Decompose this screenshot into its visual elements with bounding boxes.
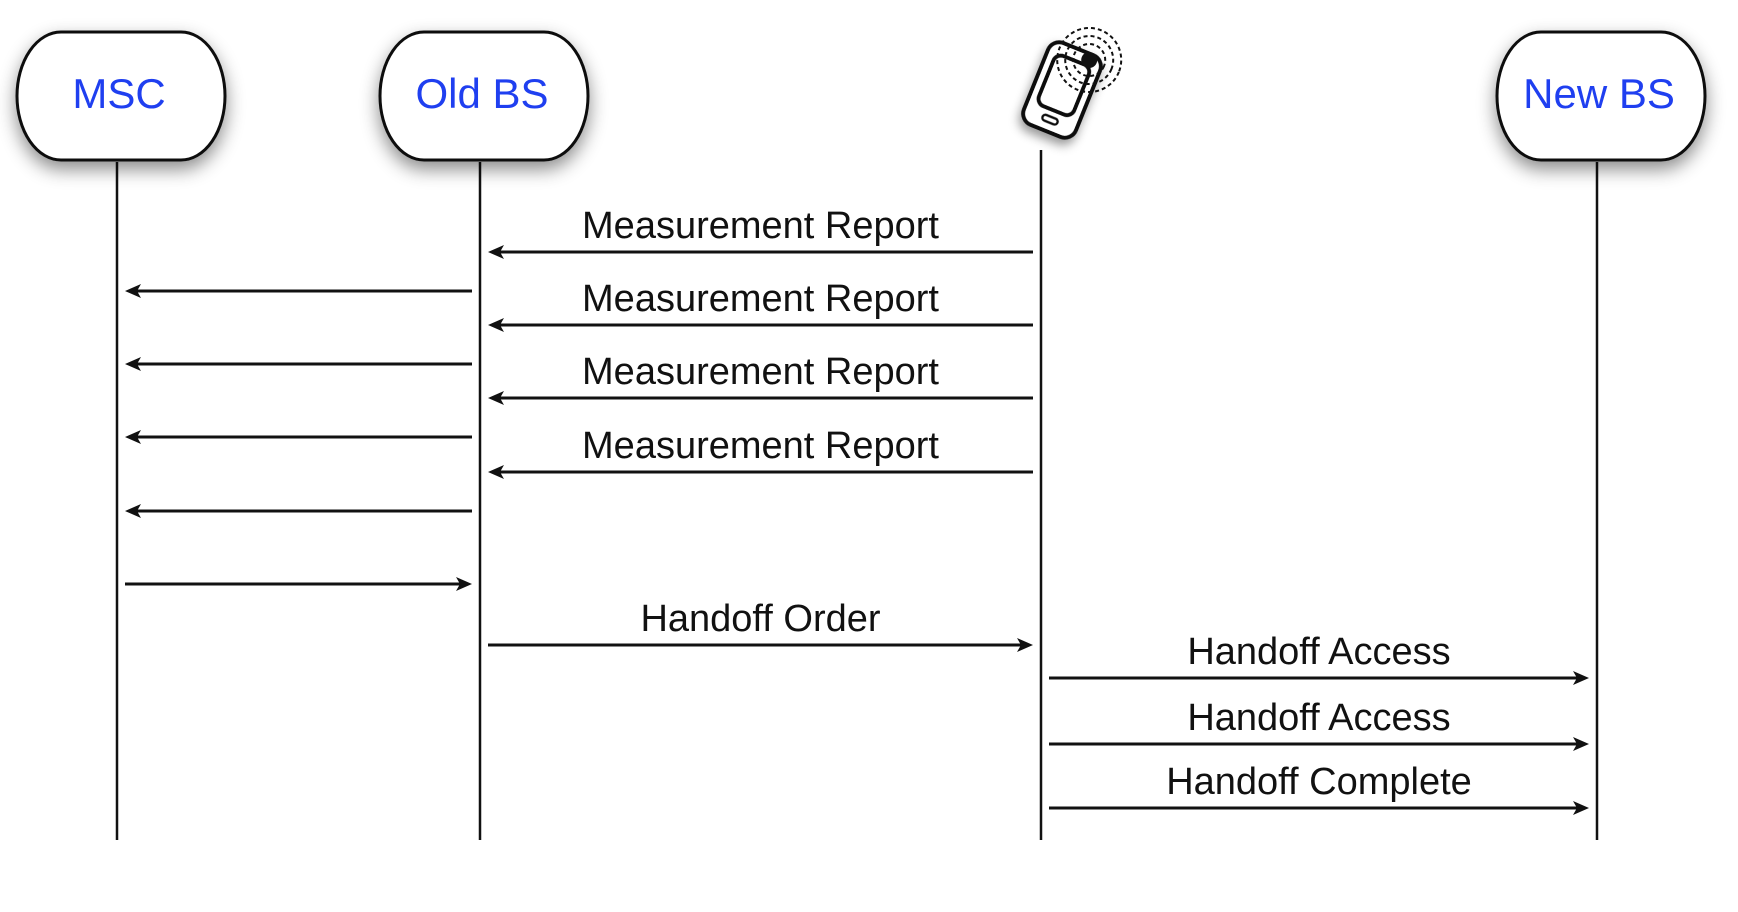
arrow-head xyxy=(488,391,504,405)
lifelines xyxy=(115,150,1599,840)
arrow-head xyxy=(488,465,504,479)
message-arrow xyxy=(125,284,472,298)
arrow-head xyxy=(125,504,141,518)
entity-msc: MSC xyxy=(15,30,227,162)
message-arrow: Handoff Access xyxy=(1049,697,1589,751)
message-arrow: Measurement Report xyxy=(488,278,1033,332)
entity-label-msc: MSC xyxy=(72,70,165,117)
arrow-head xyxy=(456,577,472,591)
entity-box xyxy=(378,30,590,162)
message-label: Measurement Report xyxy=(582,278,939,320)
message-arrow: Measurement Report xyxy=(488,425,1033,479)
message-label: Handoff Access xyxy=(1187,697,1450,739)
entity-new-bs: New BS xyxy=(1495,30,1707,162)
arrow-head xyxy=(1017,638,1033,652)
arrow-head xyxy=(488,318,504,332)
entity-old-bs: Old BS xyxy=(378,30,590,162)
arrow-head xyxy=(125,284,141,298)
message-label: Handoff Order xyxy=(640,598,880,640)
message-arrow xyxy=(125,577,472,591)
message-arrow: Measurement Report xyxy=(488,351,1033,405)
mobile-phone-signal-icon xyxy=(1021,27,1123,140)
arrow-head xyxy=(488,245,504,259)
message-arrow xyxy=(125,430,472,444)
message-label: Handoff Complete xyxy=(1166,761,1472,803)
message-arrow: Measurement Report xyxy=(488,205,1033,259)
message-arrow: Handoff Access xyxy=(1049,631,1589,685)
entity-label-new-bs: New BS xyxy=(1523,70,1675,117)
arrow-head xyxy=(1573,671,1589,685)
message-label: Measurement Report xyxy=(582,205,939,247)
arrow-head xyxy=(1573,737,1589,751)
entity-mobile xyxy=(1021,27,1123,140)
message-label: Measurement Report xyxy=(582,351,939,393)
message-arrow: Handoff Complete xyxy=(1049,761,1589,815)
message-arrow xyxy=(125,504,472,518)
arrow-head xyxy=(125,357,141,371)
entity-box xyxy=(1495,30,1707,162)
message-arrow: Handoff Order xyxy=(488,598,1033,652)
message-label: Handoff Access xyxy=(1187,631,1450,673)
arrow-head xyxy=(125,430,141,444)
message-label: Measurement Report xyxy=(582,425,939,467)
entity-label-old-bs: Old BS xyxy=(415,70,548,117)
message-arrow xyxy=(125,357,472,371)
arrow-head xyxy=(1573,801,1589,815)
entity-box xyxy=(15,30,227,162)
